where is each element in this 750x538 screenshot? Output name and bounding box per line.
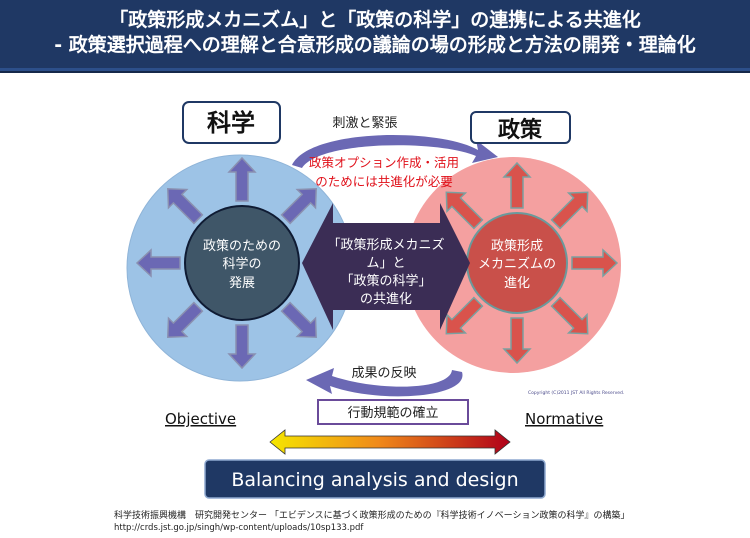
co-evolution-double-arrow: [302, 203, 470, 330]
science-label: 科学: [207, 109, 255, 137]
left-core-text: 科学の: [222, 256, 261, 272]
policy-box: [470, 111, 571, 144]
policy-ray-arrows: [445, 161, 619, 365]
right-core-text: 政策形成: [491, 238, 543, 254]
citation-text: 科学技術振興機構 研究開発センター 「エビデンスに基づく政策形成のための『科学技…: [114, 511, 630, 521]
top-arc-label: 刺激と緊張: [332, 116, 397, 131]
source-citation: 科学技術振興機構 研究開発センター 「エビデンスに基づく政策形成のための『科学技…: [114, 510, 630, 534]
center-text: 「政策の科学」: [340, 273, 431, 289]
gradient-double-arrow: [269, 429, 511, 455]
ray-arrow: [227, 156, 257, 202]
center-text: の共進化: [360, 292, 412, 307]
left-core-text: 政策のための: [203, 238, 281, 254]
title-line-1: 「政策形成メカニズム」と「政策の科学」の連携による共進化: [109, 9, 641, 31]
norms-box: [317, 399, 469, 425]
right-core-text: 進化: [504, 276, 530, 291]
ray-arrow: [445, 296, 484, 335]
ray-arrow: [167, 188, 204, 225]
ray-arrow: [502, 317, 532, 365]
title-banner: 「政策形成メカニズム」と「政策の科学」の連携による共進化 - 政策選択過程への理…: [0, 0, 750, 71]
ray-arrow: [571, 248, 619, 278]
title-line-2: - 政策選択過程への理解と合意形成の議論の場の形成と方法の開発・理論化: [54, 34, 696, 56]
ray-arrow: [280, 188, 317, 225]
red-note-line-1: 政策オプション作成・活用: [309, 155, 459, 170]
copyright: Copyright (C)2011 JST All Rights Reserve…: [528, 390, 624, 396]
ray-arrow: [445, 191, 484, 230]
bottom-arc-arrow: [306, 368, 463, 397]
balancing-box: [204, 459, 546, 499]
science-box: [182, 101, 281, 144]
ray-arrow: [227, 324, 257, 370]
norms-label: 行動規範の確立: [347, 405, 438, 421]
source-url[interactable]: http://crds.jst.go.jp/singh/wp-content/u…: [114, 523, 364, 533]
ray-arrow: [135, 248, 181, 278]
objective-label: Objective: [165, 410, 236, 428]
policy-label: 政策: [498, 117, 543, 143]
left-core-text: 発展: [229, 276, 255, 291]
science-ray-arrows: [135, 156, 317, 370]
ray-arrow: [550, 191, 589, 230]
ray-arrow: [280, 301, 317, 338]
ray-arrow: [167, 301, 204, 338]
ray-arrow: [550, 296, 589, 335]
center-text: 「政策形成メカニズ: [327, 237, 444, 253]
red-note-line-2: のためには共進化が必要: [315, 174, 453, 189]
science-core-circle: [184, 205, 300, 321]
center-text: ム」と: [366, 256, 405, 271]
balancing-label: Balancing analysis and design: [231, 469, 518, 491]
top-arc-arrow: [292, 135, 498, 168]
ray-arrow: [502, 161, 532, 209]
right-core-text: メカニズムの: [478, 256, 556, 272]
bottom-arc-label: 成果の反映: [351, 366, 416, 381]
normative-label: Normative: [525, 410, 603, 428]
